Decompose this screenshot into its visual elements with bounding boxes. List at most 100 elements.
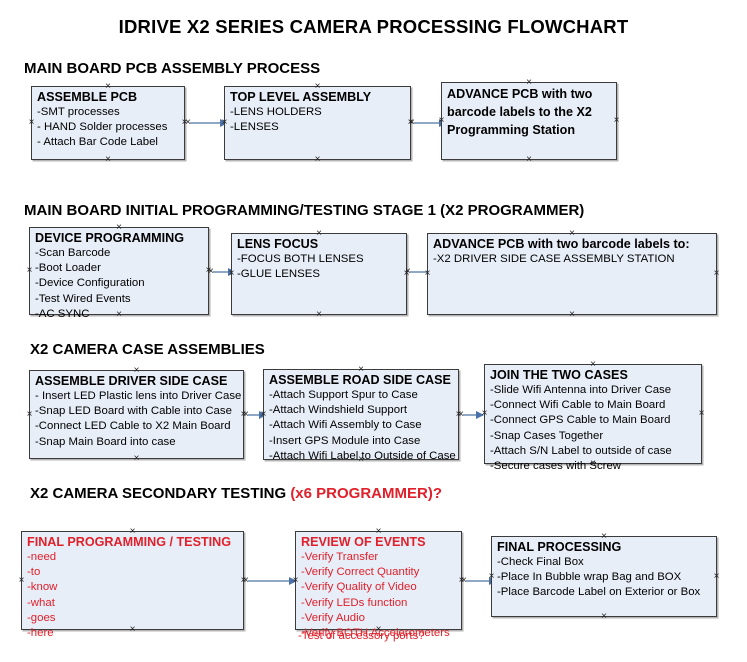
node-line: -Attach S/N Label to outside of case: [490, 444, 672, 457]
node-line: -Place Barcode Label on Exterior or Box: [497, 586, 701, 599]
node-line: -Device Configuration: [35, 277, 145, 290]
node-line: -Boot Loader: [35, 262, 101, 275]
node-line: -Place In Bubble wrap Bag and BOX: [497, 571, 682, 584]
node-assemble-road-side-case[interactable]: ASSEMBLE ROAD SIDE CASE -Attach Support …: [263, 369, 459, 462]
connector-assemble-pcb-to-top-level: [190, 118, 228, 127]
node-line: -Snap LED Board with Cable into Case: [35, 405, 232, 418]
node-review-overflow-line: -Test of accessory ports?: [298, 630, 425, 642]
node-assemble-driver-side-case[interactable]: ASSEMBLE DRIVER SIDE CASE - Insert LED P…: [29, 370, 244, 459]
node-line: -Attach Wifi Assembly to Case: [269, 419, 422, 432]
node-line: -LENS HOLDERS: [230, 106, 322, 118]
resize-handle-bottom[interactable]: [568, 310, 577, 319]
node-line: -Attach Windshield Support: [269, 404, 408, 417]
resize-handle-left[interactable]: [17, 576, 26, 585]
connector-endpoint-handle[interactable]: [409, 118, 415, 128]
resize-handle-left[interactable]: [25, 410, 34, 419]
section-heading-3: X2 CAMERA CASE ASSEMBLIES: [30, 341, 265, 358]
node-line: -Connect Wifi Cable to Main Board: [490, 399, 666, 412]
arrow-head-icon: [289, 576, 297, 585]
node-advance-pcb-programming-station[interactable]: ADVANCE PCB with two barcode labels to t…: [441, 82, 617, 160]
connector-endpoint-handle[interactable]: [243, 576, 249, 586]
node-header: FINAL PROGRAMMING / TESTING: [27, 535, 232, 549]
node-line: -need: [27, 551, 57, 563]
node-line: -what: [27, 596, 55, 609]
node-header: REVIEW OF EVENTS: [301, 535, 426, 549]
resize-handle-bottom[interactable]: [525, 155, 534, 164]
node-header: DEVICE PROGRAMMING: [35, 231, 185, 245]
connector-endpoint-handle[interactable]: [243, 410, 249, 420]
section-heading-1: MAIN BOARD PCB ASSEMBLY PROCESS: [24, 60, 321, 77]
connector-endpoint-handle[interactable]: [458, 410, 464, 420]
node-line: -Slide Wifi Antenna into Driver Case: [490, 384, 672, 396]
node-line: -know: [27, 581, 58, 594]
node-line: -Verify Quality of Video: [301, 581, 417, 594]
resize-handle-left[interactable]: [27, 118, 36, 127]
node-line: -Verify Transfer: [301, 551, 379, 563]
node-final-programming-testing[interactable]: FINAL PROGRAMMING / TESTING -need -to -k…: [21, 531, 244, 639]
node-line: - Attach Bar Code Label: [37, 136, 158, 149]
node-line: -Attach Wifi Label to Outside of Case: [269, 449, 456, 462]
node-line: -Insert GPS Module into Case: [269, 434, 421, 447]
node-line: -Snap Main Board into case: [35, 435, 176, 448]
node-header: ADVANCE PCB with two barcode labels to:: [433, 237, 690, 251]
node-line: -SMT processes: [37, 106, 120, 118]
node-device-programming[interactable]: DEVICE PROGRAMMING -Scan Barcode -Boot L…: [29, 227, 209, 320]
node-line: -Verify Correct Quantity: [301, 566, 420, 579]
section-heading-4: X2 CAMERA SECONDARY TESTING (x6 PROGRAMM…: [30, 485, 442, 502]
node-header: TOP LEVEL ASSEMBLY: [230, 90, 372, 104]
node-review-of-events[interactable]: REVIEW OF EVENTS -Verify Transfer -Verif…: [295, 531, 462, 639]
page-title: IDRIVE X2 SERIES CAMERA PROCESSING FLOWC…: [118, 16, 629, 37]
node-line: - Insert LED Plastic lens into Driver Ca…: [35, 390, 242, 402]
node-line: -Verify Audio: [301, 611, 365, 624]
node-final-processing[interactable]: FINAL PROCESSING -Check Final Box -Place…: [491, 536, 717, 617]
resize-handle-right[interactable]: [712, 269, 721, 278]
node-header: FINAL PROCESSING: [497, 540, 622, 554]
node-line: -FOCUS BOTH LENSES: [237, 253, 364, 265]
node-advance-pcb-driver-side-station[interactable]: ADVANCE PCB with two barcode labels to: …: [427, 233, 717, 315]
section-heading-2: MAIN BOARD INITIAL PROGRAMMING/TESTING S…: [24, 202, 585, 219]
connector-endpoint-handle[interactable]: [405, 267, 411, 277]
node-line: -Verify BOTH Accelerometers: [301, 627, 450, 640]
node-line: -Connect LED Cable to X2 Main Board: [35, 420, 231, 433]
resize-handle-bottom[interactable]: [313, 155, 322, 164]
node-line: -X2 DRIVER SIDE CASE ASSEMBLY STATION: [433, 253, 675, 265]
node-line: -here: [27, 627, 54, 640]
node-header: ADVANCE PCB with two barcode labels to t…: [447, 87, 593, 137]
resize-handle-bottom[interactable]: [104, 155, 113, 164]
node-line: -Connect GPS Cable to Main Board: [490, 414, 671, 427]
node-line: - HAND Solder processes: [37, 121, 168, 134]
node-line: -to: [27, 566, 41, 579]
connector-endpoint-handle[interactable]: [461, 576, 467, 586]
connector-road-case-to-join-cases: [463, 410, 484, 419]
node-join-the-two-cases[interactable]: JOIN THE TWO CASES -Slide Wifi Antenna i…: [484, 364, 702, 472]
node-line: -Attach Support Spur to Case: [269, 389, 418, 401]
node-header: LENS FOCUS: [237, 237, 319, 251]
node-line: -Check Final Box: [497, 556, 584, 568]
node-header: JOIN THE TWO CASES: [490, 368, 628, 382]
node-header: ASSEMBLE PCB: [37, 90, 138, 104]
resize-handle-bottom[interactable]: [600, 612, 609, 621]
node-header: ASSEMBLE ROAD SIDE CASE: [269, 373, 451, 387]
arrow-head-icon: [476, 410, 484, 419]
node-line: -goes: [27, 611, 56, 624]
resize-handle-bottom[interactable]: [315, 310, 324, 319]
section-heading-4-black: X2 CAMERA SECONDARY TESTING: [30, 485, 291, 502]
section-heading-4-red: (x6 PROGRAMMER)?: [290, 485, 442, 502]
node-line: -Secure cases with Screw: [490, 460, 622, 473]
node-header: ASSEMBLE DRIVER SIDE CASE: [35, 374, 228, 388]
node-line: -LENSES: [230, 121, 279, 134]
connector-endpoint-handle[interactable]: [208, 267, 214, 277]
resize-handle-bottom[interactable]: [132, 454, 141, 463]
node-line: -Verify LEDs function: [301, 596, 408, 609]
node-line: -AC SYNC: [35, 307, 90, 320]
resize-handle-right[interactable]: [612, 116, 621, 125]
resize-handle-left[interactable]: [25, 266, 34, 275]
node-assemble-pcb[interactable]: ASSEMBLE PCB -SMT processes - HAND Solde…: [31, 86, 185, 160]
node-line: -Test Wired Events: [35, 292, 131, 305]
node-top-level-assembly[interactable]: TOP LEVEL ASSEMBLY -LENS HOLDERS -LENSES: [224, 86, 411, 160]
connector-endpoint-handle[interactable]: [185, 118, 191, 128]
node-lens-focus[interactable]: LENS FOCUS -FOCUS BOTH LENSES -GLUE LENS…: [231, 233, 407, 315]
node-line: -Snap Cases Together: [490, 429, 604, 442]
connector-final-programming-to-review: [248, 576, 297, 585]
